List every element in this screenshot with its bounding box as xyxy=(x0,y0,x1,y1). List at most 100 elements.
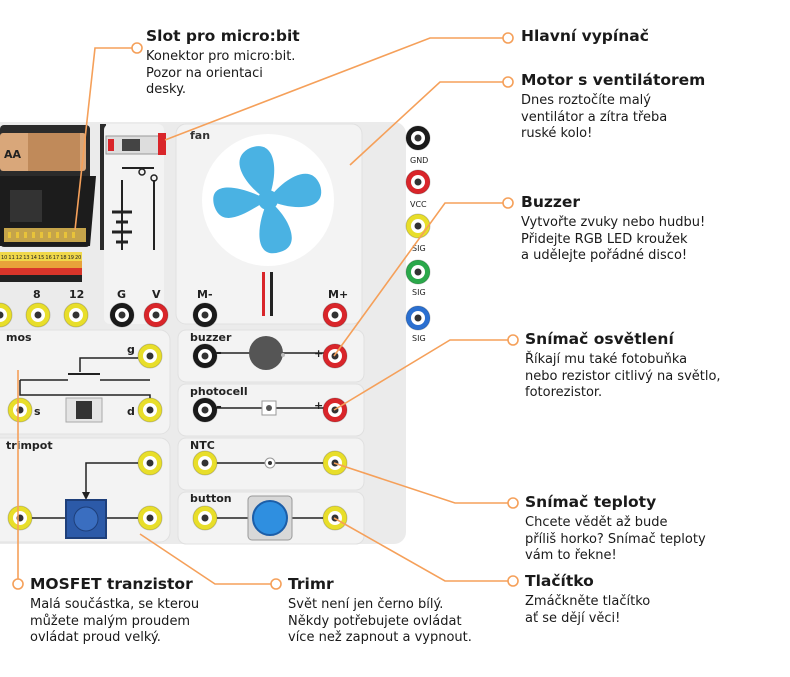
jack-drain[interactable] xyxy=(137,397,163,423)
jack-button-a[interactable] xyxy=(192,505,218,531)
mos-panel: mos g s d xyxy=(0,329,171,435)
callout-desc: Vytvořte zvuky nebo hudbu! Přidejte RGB … xyxy=(521,215,706,263)
buzzer-panel: buzzer - + xyxy=(177,329,365,383)
header-pin-label: 17 xyxy=(53,255,59,261)
fan-panel: fan M- M+ xyxy=(175,123,363,325)
leader-fan xyxy=(349,81,504,166)
callout-desc: Malá součástka, se kterou můžete malým p… xyxy=(30,597,200,645)
jack-gate[interactable] xyxy=(137,343,163,369)
jack-sig-green[interactable] xyxy=(405,259,431,285)
callout-desc: Svět není jen černo bílý. Někdy potřebuj… xyxy=(288,597,472,645)
callout-title: Buzzer xyxy=(521,193,581,211)
header-pin-label: 20 xyxy=(75,255,81,261)
callout-fan-motor: Motor s ventilátorem Dnes roztočíte malý… xyxy=(521,71,705,143)
jack-row-left-8[interactable] xyxy=(25,302,51,328)
callout-title: Motor s ventilátorem xyxy=(521,71,706,89)
callout-title: Trimr xyxy=(288,575,334,593)
callout-title: Slot pro micro:bit xyxy=(146,27,300,45)
callout-button: Tlačítko Zmáčkněte tlačítko ať se dějí v… xyxy=(525,572,650,627)
vcc-label: V xyxy=(152,288,161,301)
jack-gnd-left[interactable] xyxy=(109,302,135,328)
photocell-minus: - xyxy=(216,399,222,415)
jack-buzzer-minus[interactable] xyxy=(192,343,218,369)
header-pin-label: 12 xyxy=(16,255,22,261)
jack-buzzer-plus[interactable] xyxy=(322,343,348,369)
callout-desc: Zmáčkněte tlačítko ať se dějí věci! xyxy=(525,594,651,626)
jack-row-left-0[interactable] xyxy=(0,302,13,328)
pin-12-label: 12 xyxy=(69,288,84,301)
jack-sig2-label: SIG xyxy=(412,288,426,297)
ntc-panel: NTC xyxy=(177,437,365,491)
jack-sig-blue[interactable] xyxy=(405,305,431,331)
jack-trimpot-wiper[interactable] xyxy=(137,450,163,476)
jack-source[interactable] xyxy=(7,397,33,423)
source-label: s xyxy=(34,405,41,418)
leader-light xyxy=(333,339,510,411)
button-label: button xyxy=(190,492,232,505)
leader-trimmer xyxy=(139,533,272,585)
callout-trimmer: Trimr Svět není jen černo bílý. Někdy po… xyxy=(288,575,472,647)
callout-title: MOSFET tranzistor xyxy=(30,575,193,593)
header-pin-label: 10 xyxy=(1,255,7,261)
photocell-plus: + xyxy=(314,399,323,412)
leader-switch xyxy=(164,37,504,141)
jack-row-left-12[interactable] xyxy=(63,302,89,328)
callout-dots xyxy=(12,32,519,590)
leader-microbit xyxy=(74,47,137,231)
callout-main-switch: Hlavní vypínač xyxy=(521,27,649,45)
callout-light-sensor: Snímač osvětlení Říkají mu také fotobuňk… xyxy=(525,330,721,402)
gate-label: g xyxy=(127,343,135,356)
jack-photocell-minus[interactable] xyxy=(192,397,218,423)
jack-trimpot-a[interactable] xyxy=(7,505,33,531)
battery-label: AA xyxy=(4,148,22,161)
jack-sig1-label: SIG xyxy=(412,244,426,253)
mos-label: mos xyxy=(6,331,32,344)
callout-title: Tlačítko xyxy=(525,572,594,590)
jack-gnd-label: GND xyxy=(410,156,428,165)
photocell-label: photocell xyxy=(190,385,248,398)
header-pin-label: 16 xyxy=(45,255,51,261)
callout-desc: Dnes roztočíte malý ventilátor a zítra t… xyxy=(521,93,668,141)
power-area: G V xyxy=(104,124,166,324)
jack-trimpot-b[interactable] xyxy=(137,505,163,531)
jack-sig-yellow[interactable] xyxy=(405,213,431,239)
fan-label: fan xyxy=(190,129,210,142)
push-button-cap xyxy=(252,500,288,536)
jack-sig3-label: SIG xyxy=(412,334,426,343)
jack-motor-minus[interactable] xyxy=(192,302,218,328)
leader-temp xyxy=(333,462,510,504)
fan-blades xyxy=(213,146,322,254)
jack-vcc-label: VCC xyxy=(410,200,427,209)
jack-ntc-a[interactable] xyxy=(192,450,218,476)
jack-vcc-left[interactable] xyxy=(143,302,169,328)
callout-microbit-slot: Slot pro micro:bit Konektor pro micro:bi… xyxy=(146,27,300,99)
button-panel: button xyxy=(177,491,365,545)
jack-column: GND VCC SIG SIG SIG xyxy=(410,156,428,343)
leader-buzzer xyxy=(333,202,504,357)
motor-minus-label: M- xyxy=(197,288,213,301)
motor-plus-label: M+ xyxy=(328,288,348,301)
leader-button xyxy=(333,517,510,582)
header-pin-label: 15 xyxy=(38,255,44,261)
callout-buzzer: Buzzer Vytvořte zvuky nebo hudbu! Přidej… xyxy=(521,193,705,265)
header-pin-label: 13 xyxy=(23,255,29,261)
callout-desc: Říkají mu také fotobuňka nebo rezistor c… xyxy=(525,352,721,400)
header-pin-label: 19 xyxy=(68,255,74,261)
callout-desc: Chcete vědět až bude příliš horko? Sníma… xyxy=(525,515,706,563)
jack-motor-plus[interactable] xyxy=(322,302,348,328)
trimpot-label: trimpot xyxy=(6,439,53,452)
buzzer-label: buzzer xyxy=(190,331,232,344)
jack-gnd[interactable] xyxy=(405,125,431,151)
callout-desc: Konektor pro micro:bit. Pozor na orienta… xyxy=(146,49,296,97)
callout-title: Snímač teploty xyxy=(525,493,657,511)
header-pin-label: 18 xyxy=(60,255,66,261)
drain-label: d xyxy=(127,405,135,418)
callout-title: Snímač osvětlení xyxy=(525,330,674,348)
microbit-slot: AA xyxy=(0,124,106,250)
gnd-label: G xyxy=(117,288,126,301)
buzzer-body xyxy=(249,336,283,370)
jack-vcc[interactable] xyxy=(405,169,431,195)
callout-lines xyxy=(17,37,510,585)
